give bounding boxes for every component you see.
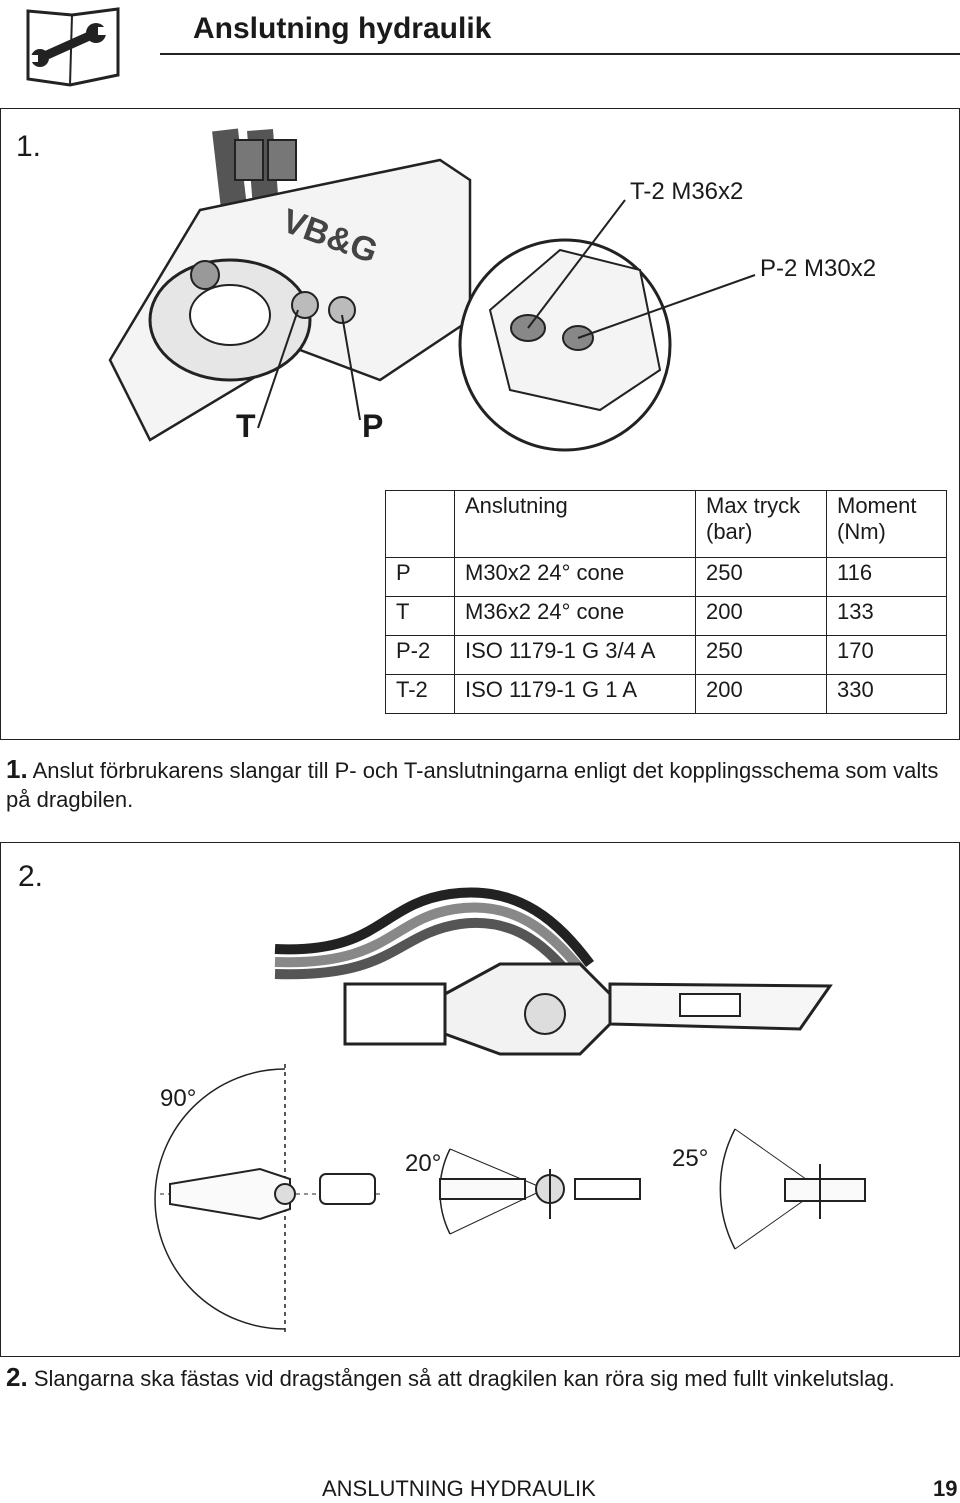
page-title: Anslutning hydraulik [193,12,492,45]
footer-section-label: ANSLUTNING HYDRAULIK [322,1476,596,1501]
coupling-illustration: VB&G [108,128,756,452]
table-cell: ISO 1179-1 G 3/4 A [454,635,696,675]
table-cell: 250 [695,635,827,675]
spec-table: Anslutning Max tryck (bar) Moment (Nm) P… [385,490,947,714]
callout-p2: P-2 M30x2 [760,255,877,282]
label-p: P [362,408,384,444]
table-cell: M36x2 24° cone [454,596,696,636]
angle-20-label: 20° [405,1150,442,1177]
table-header-row: Anslutning Max tryck (bar) Moment (Nm) [385,490,947,558]
page-number: 19 [933,1476,958,1501]
table-row: P M30x2 24° cone 250 116 [385,557,947,597]
table-cell: 330 [826,674,947,714]
table-cell: 116 [826,557,947,597]
instruction-1-number: 1. [6,754,28,784]
hose-routing-illustration [154,887,866,1334]
table-cell: 250 [695,557,827,597]
figure-2-step-label: 2. [18,860,44,893]
table-cell: P-2 [385,635,455,675]
angle-25-label: 25° [672,1145,709,1172]
label-t: T [236,408,256,444]
table-row: T M36x2 24° cone 200 133 [385,596,947,636]
table-cell: M30x2 24° cone [454,557,696,597]
angle-90-label: 90° [160,1085,197,1112]
table-cell: T [385,596,455,636]
instruction-2-number: 2. [6,1362,28,1392]
header-cell: Max tryck (bar) [695,490,827,558]
figure-1-step-label: 1. [16,130,42,163]
header-cell [385,490,455,558]
instruction-2-text: Slangarna ska fästas vid dragstången så … [33,1366,895,1391]
header-cell: Anslutning [454,490,696,558]
wrench-manual-icon [26,7,120,87]
table-row: P-2 ISO 1179-1 G 3/4 A 250 170 [385,635,947,675]
table-cell: ISO 1179-1 G 1 A [454,674,696,714]
table-cell: T-2 [385,674,455,714]
instruction-1: 1. Anslut förbrukarens slangar till P- o… [6,755,951,814]
table-row: T-2 ISO 1179-1 G 1 A 200 330 [385,674,947,714]
header-cell: Moment (Nm) [826,490,947,558]
table-cell: 200 [695,674,827,714]
table-cell: 200 [695,596,827,636]
header-divider [160,53,960,55]
table-cell: 170 [826,635,947,675]
table-cell: 133 [826,596,947,636]
callout-t2: T-2 M36x2 [630,178,744,205]
instruction-2: 2. Slangarna ska fästas vid dragstången … [6,1363,906,1393]
instruction-1-text: Anslut förbrukarens slangar till P- och … [6,758,939,812]
table-cell: P [385,557,455,597]
